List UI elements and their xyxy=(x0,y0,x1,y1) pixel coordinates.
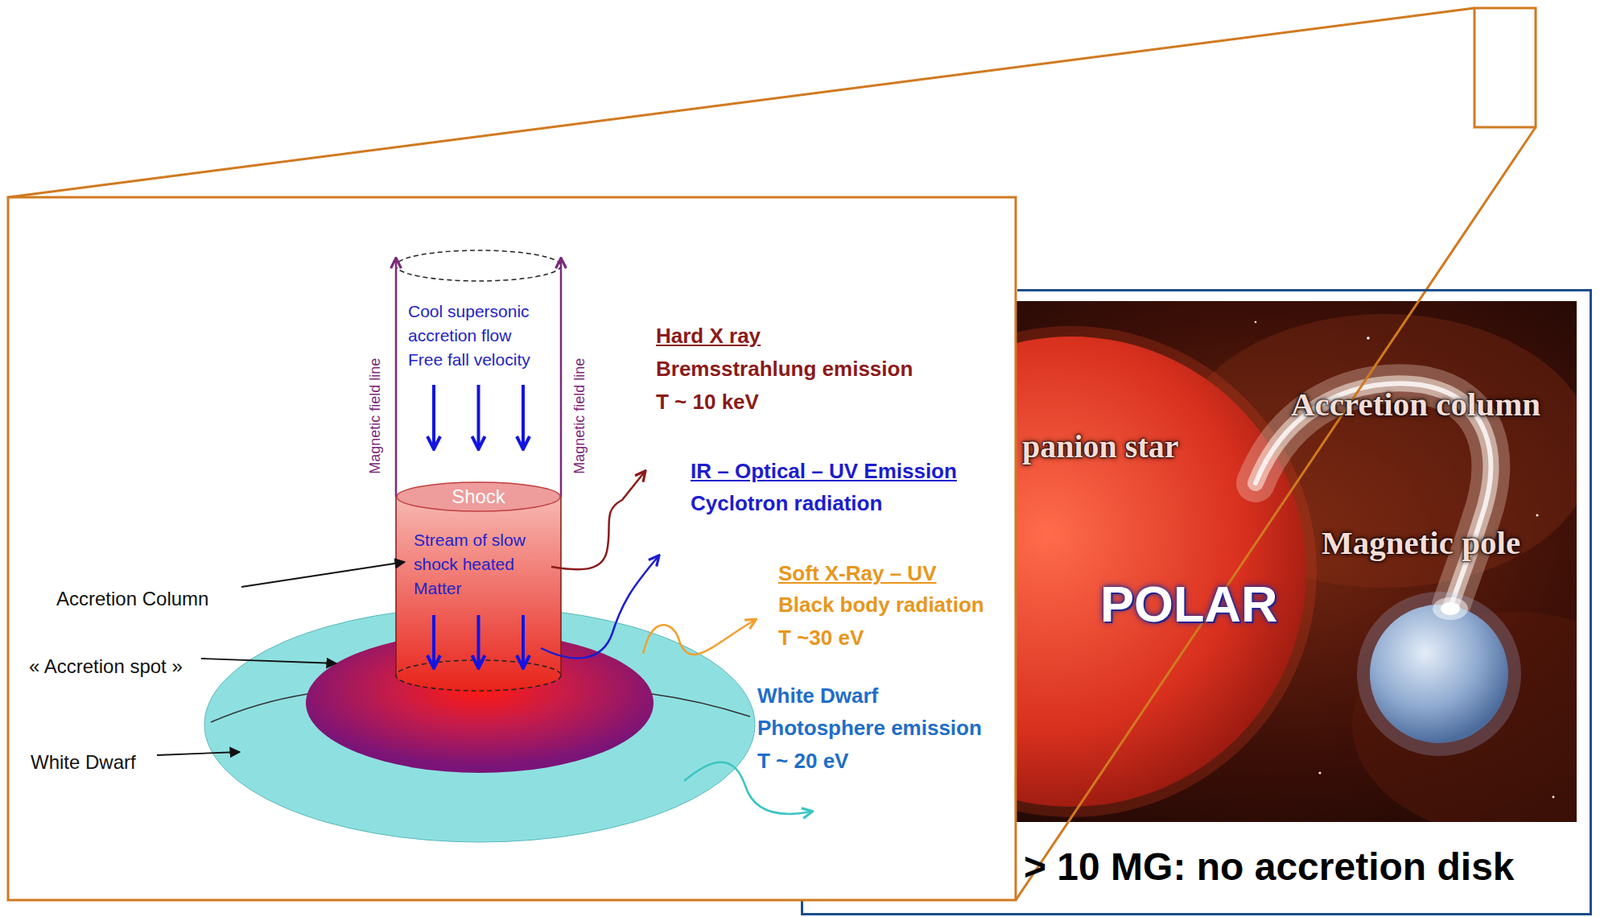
emission-detail: T ~ 20 eV xyxy=(757,748,849,774)
flow-arrow xyxy=(521,614,525,667)
emission-detail: Photosphere emission xyxy=(757,715,982,741)
star-dot xyxy=(1254,321,1258,324)
star-dot xyxy=(1536,514,1539,517)
label-anchor: POLAR xyxy=(1100,573,1279,636)
emission-wave xyxy=(540,556,659,658)
equator-line xyxy=(651,693,751,717)
leader-line xyxy=(156,751,240,755)
column-text: Cool supersonic accretion flow Free fall… xyxy=(408,299,547,372)
panel-border xyxy=(800,912,1019,916)
panel-caption: > 10 MG: no accretion disk xyxy=(1023,844,1515,889)
flow-arrow xyxy=(477,384,481,448)
column-text: Stream of slow shock heated Matter xyxy=(413,527,543,601)
part-label: « Accretion spot » xyxy=(28,655,183,679)
label-anchor: Soft X-Ray – UV xyxy=(778,560,937,586)
label-anchor: T ~ 20 eV xyxy=(757,748,849,774)
emission-heading: White Dwarf xyxy=(757,683,879,709)
flow-arrow xyxy=(477,614,481,667)
shock-surface xyxy=(396,482,561,512)
emission-heading: Hard X ray xyxy=(655,323,761,349)
star-dot xyxy=(1366,336,1370,340)
label-anchor: Photosphere emission xyxy=(757,715,982,741)
label-anchor: T ~30 eV xyxy=(778,625,864,651)
label-anchor: T ~ 10 keV xyxy=(655,389,759,415)
label-anchor: Accretion column xyxy=(1290,384,1541,425)
equator-line xyxy=(210,693,308,722)
label-anchor: Black body radiation xyxy=(778,592,985,618)
label-anchor: Cyclotron radiation xyxy=(690,490,883,516)
flow-arrow xyxy=(432,384,436,448)
label-anchor: White Dwarf xyxy=(757,683,879,709)
column-side xyxy=(560,496,562,676)
white-dwarf-sphere xyxy=(1369,604,1509,743)
label-anchor: IR – Optical – UV Emission xyxy=(690,458,957,484)
zoom-inset xyxy=(8,197,1016,900)
zoom-line xyxy=(1015,127,1536,900)
field-line-label: Magnetic field line xyxy=(571,358,590,475)
magnetic-field-line xyxy=(560,259,563,497)
flow-arrow xyxy=(521,384,525,448)
label-anchor: Hard X ray xyxy=(655,323,761,349)
emission-detail: Black body radiation xyxy=(778,592,985,618)
column-top xyxy=(395,250,561,281)
emission-detail: Bremsstrahlung emission xyxy=(655,356,913,382)
shock-label: Shock xyxy=(451,485,506,508)
zoom-source-box xyxy=(1474,8,1536,128)
white-dwarf-glow xyxy=(1356,591,1522,756)
emission-heading: IR – Optical – UV Emission xyxy=(690,458,957,484)
label-anchor: White Dwarf xyxy=(30,750,137,775)
emission-detail: T ~ 10 keV xyxy=(655,389,759,415)
picture-label: panion star xyxy=(1022,427,1180,466)
part-label: Accretion Column xyxy=(56,587,209,611)
shock-front: Shock xyxy=(395,481,561,512)
label-anchor: Magnetic pole xyxy=(1321,523,1521,563)
leader-line xyxy=(241,561,405,587)
part-label: White Dwarf xyxy=(30,750,137,775)
label-anchor: panion star xyxy=(1022,427,1180,466)
star-dot xyxy=(1318,771,1321,774)
heated-column: Stream of slow shock heated Matter xyxy=(395,515,561,612)
emission-wave xyxy=(643,619,755,655)
field-line-label: Magnetic field line xyxy=(367,358,385,475)
magnetic-pole-spot xyxy=(1440,602,1460,615)
star-dot xyxy=(1552,795,1555,799)
zoom-line xyxy=(8,8,1475,198)
emission-detail: Cyclotron radiation xyxy=(690,490,883,516)
emission-heading: Soft X-Ray – UV xyxy=(778,560,937,586)
leader-line xyxy=(201,658,337,664)
label-anchor: Accretion Column xyxy=(56,587,209,611)
label-anchor: Magnetic field line xyxy=(571,358,590,475)
label-anchor: « Accretion spot » xyxy=(28,655,183,679)
emission-detail: T ~30 eV xyxy=(778,625,864,651)
magnetic-field-line xyxy=(395,259,398,497)
column-side xyxy=(395,496,397,676)
emission-wave xyxy=(551,471,645,570)
inflow-region: Cool supersonic accretion flow Free fall… xyxy=(395,277,561,482)
picture-label: Accretion column xyxy=(1290,384,1541,425)
flow-arrow xyxy=(432,614,436,667)
picture-title: POLAR xyxy=(1100,573,1279,636)
label-anchor: Bremsstrahlung emission xyxy=(655,356,913,382)
white-dwarf-surface xyxy=(204,606,755,842)
picture-label: Magnetic pole xyxy=(1321,523,1521,563)
column-lower-body xyxy=(395,496,561,691)
label-anchor: Magnetic field line xyxy=(367,358,385,475)
pole-glow xyxy=(1432,597,1469,620)
